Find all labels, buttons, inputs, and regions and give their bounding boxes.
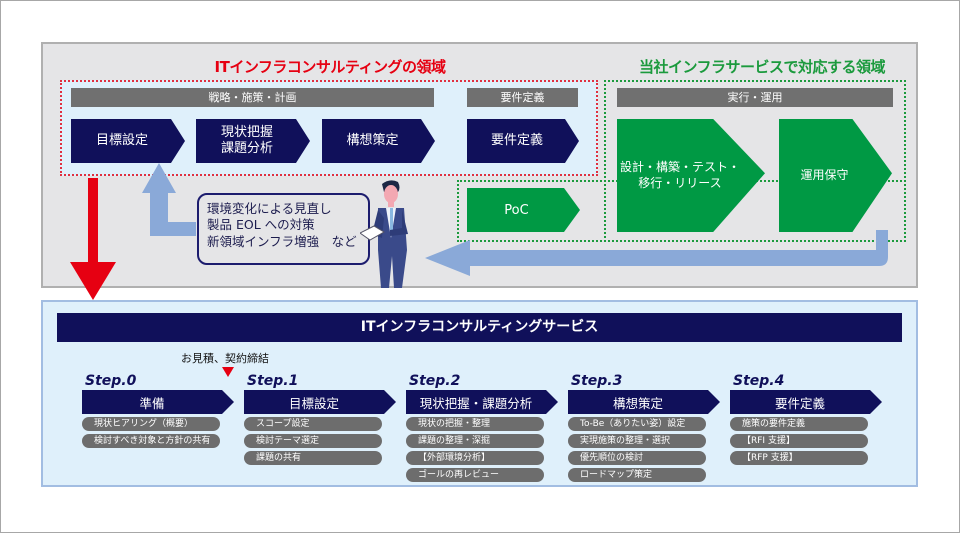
milestone-note: お見積、契約締結 <box>181 352 269 365</box>
step-title: 目標設定 <box>244 390 396 414</box>
callout-line: 製品 EOL への対策 <box>207 217 315 233</box>
step-item: 現状の把握・整理 <box>406 417 544 431</box>
step-item: 検討すべき対象と方針の共有 <box>82 434 220 448</box>
step-title: 構想策定 <box>568 390 720 414</box>
step-2: Step.2 現状把握・課題分析 現状の把握・整理 課題の整理・深掘 【外部環境… <box>406 370 556 482</box>
step-number: Step.1 <box>244 374 302 390</box>
step-item: 【外部環境分析】 <box>406 451 544 465</box>
step-item: 施策の要件定義 <box>730 417 868 431</box>
step-0: Step.0 準備 現状ヒアリング（概要） 検討すべき対象と方針の共有 <box>82 370 232 448</box>
execution-bar: 実行・運用 <box>617 88 893 107</box>
step-3: Step.3 構想策定 To-Be（ありたい姿）設定 実現施策の整理・選択 優先… <box>568 370 718 482</box>
return-arrow-right-segment <box>470 230 888 266</box>
step-number: Step.0 <box>82 374 140 390</box>
step-item: To-Be（ありたい姿）設定 <box>568 417 706 431</box>
step-title: 現状把握・課題分析 <box>406 390 558 414</box>
step-item: 課題の共有 <box>244 451 382 465</box>
down-arrow-red <box>70 178 116 300</box>
phase-requirements: 要件定義 <box>467 119 579 163</box>
phase-goal-setting: 目標設定 <box>71 119 185 163</box>
phase-current-analysis: 現状把握 課題分析 <box>196 119 310 163</box>
strategy-bar: 戦略・施策・計画 <box>71 88 434 107</box>
phase-concept-planning: 構想策定 <box>322 119 435 163</box>
step-4: Step.4 要件定義 施策の要件定義 【RFI 支援】 【RFP 支援】 <box>730 370 880 465</box>
step-item: 優先順位の検討 <box>568 451 706 465</box>
return-arrowhead <box>425 240 470 276</box>
step-item: スコープ設定 <box>244 417 382 431</box>
step-1: Step.1 目標設定 スコープ設定 検討テーマ選定 課題の共有 <box>244 370 394 465</box>
businessman-illustration <box>360 180 408 288</box>
step-number: Step.2 <box>406 374 464 390</box>
callout-line: 新領域インフラ増強 など <box>207 233 357 249</box>
consulting-area-title: ITインフラコンサルティングの領域 <box>214 58 446 76</box>
step-item: 実現施策の整理・選択 <box>568 434 706 448</box>
step-item: 検討テーマ選定 <box>244 434 382 448</box>
step-item: 現状ヒアリング（概要） <box>82 417 220 431</box>
step-number: Step.4 <box>730 374 788 390</box>
step-item: ゴールの再レビュー <box>406 468 544 482</box>
up-arrow-loop <box>142 163 196 236</box>
step-item: 【RFI 支援】 <box>730 434 868 448</box>
callout-line: 環境変化による見直し <box>207 201 332 216</box>
step-item: 【RFP 支援】 <box>730 451 868 465</box>
requirements-bar: 要件定義 <box>467 88 578 107</box>
phase-poc: PoC <box>467 188 580 232</box>
service-area-title: 当社インフラサービスで対応する領域 <box>638 58 886 76</box>
step-number: Step.3 <box>568 374 626 390</box>
review-triggers-callout: 環境変化による見直し 製品 EOL への対策 新領域インフラ増強 など <box>197 193 370 265</box>
step-item: 課題の整理・深掘 <box>406 434 544 448</box>
milestone-marker-icon <box>222 367 234 377</box>
step-item: ロードマップ策定 <box>568 468 706 482</box>
step-title: 要件定義 <box>730 390 882 414</box>
service-title-bar: ITインフラコンサルティングサービス <box>57 313 902 342</box>
step-title: 準備 <box>82 390 234 414</box>
